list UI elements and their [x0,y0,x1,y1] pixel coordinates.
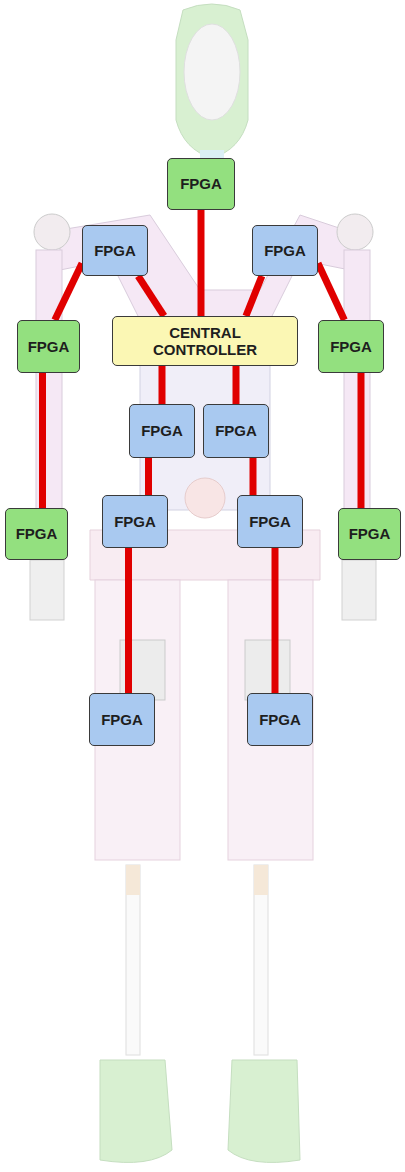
fpga-box: FPGA [89,693,155,746]
bus-connector [125,548,132,693]
fpga-box: FPGA [5,508,68,560]
node-label: FPGA [101,711,143,728]
right-shoulder-joint [337,214,373,250]
bus-connector [318,263,344,320]
fpga-box: FPGA [237,495,303,548]
shoulder-frame [60,215,360,320]
bus-connector [246,276,262,316]
fpga-box: FPGA [17,320,80,373]
node-label: FPGA [16,525,58,542]
left-thigh [95,580,180,860]
fpga-box: FPGA [252,225,318,276]
head-shell [176,4,248,158]
bus-connector [272,548,279,693]
bus-connector [145,458,152,495]
left-shoulder-joint [34,214,70,250]
bus-connector [159,366,166,404]
bus-connector [250,458,257,495]
bus-connector [138,276,164,316]
node-label: FPGA [94,242,136,259]
fpga-box: FPGA [102,495,168,548]
controller-box: CENTRAL CONTROLLER [112,316,298,366]
right-shin [254,865,268,1055]
fpga-box: FPGA [318,320,384,373]
fpga-box: FPGA [82,225,148,276]
node-label: FPGA [249,513,291,530]
left-shoe [100,1060,172,1162]
node-label: FPGA [114,513,156,530]
waist-gear [185,478,225,518]
bus-connector [198,210,205,316]
left-shin [126,865,140,1055]
node-label: FPGA [180,175,222,192]
right-motor [245,640,290,700]
bus-connector [55,263,82,320]
node-label: FPGA [264,242,306,259]
right-knee-cap [254,865,268,895]
robot-figure [30,4,376,1162]
right-shoe [228,1060,300,1162]
node-label: FPGA [215,422,257,439]
fpga-box: FPGA [203,404,269,458]
node-label: FPGA [141,422,183,439]
bus-connector [233,366,240,404]
face-mask [184,24,240,120]
fpga-box: FPGA [247,693,313,746]
node-label: CENTRAL CONTROLLER [143,324,268,359]
node-label: FPGA [28,338,70,355]
bus-connector [358,373,365,508]
right-thigh [228,580,313,860]
bus-connector [39,373,46,508]
left-knee-cap [126,865,140,895]
fpga-box: FPGA [338,508,401,560]
node-label: FPGA [330,338,372,355]
fpga-box: FPGA [167,158,235,210]
right-hand [342,560,376,620]
fpga-box: FPGA [129,404,195,458]
node-label: FPGA [349,525,391,542]
node-label: FPGA [259,711,301,728]
left-hand [30,560,64,620]
